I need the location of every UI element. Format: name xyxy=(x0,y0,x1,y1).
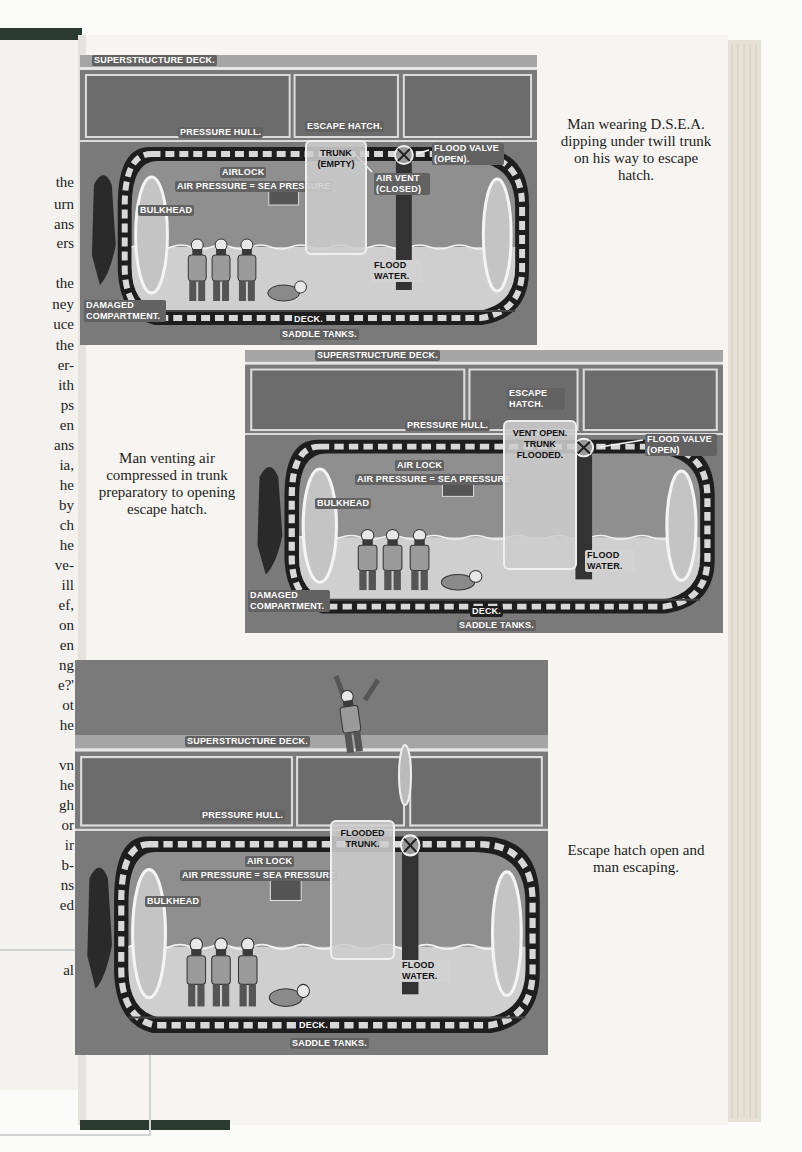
facing-page-text: by xyxy=(10,496,74,514)
facing-page-text: ng xyxy=(10,656,74,674)
escape-panel: SUPERSTRUCTURE DECK. PRESSURE HULL. AIR LO… xyxy=(75,660,548,1055)
book-cover xyxy=(0,28,82,42)
facing-page-text: ans xyxy=(10,215,74,233)
figure-caption: Man venting air compressed in trunk prep… xyxy=(96,450,238,518)
trunk-label: TRUNK (EMPTY) xyxy=(307,142,365,176)
facing-page-text: ans xyxy=(10,436,74,454)
facing-page-text: ers xyxy=(10,234,74,252)
facing-page-text: the xyxy=(10,274,74,292)
part-label: PRESSURE HULL. xyxy=(405,420,490,431)
facing-page-text: ns xyxy=(10,876,74,894)
page-edges xyxy=(727,40,761,1122)
escape-panel-illustration xyxy=(80,55,537,345)
facing-page-text: uce xyxy=(10,315,74,333)
escape-trunk: TRUNK (EMPTY) xyxy=(305,140,367,255)
left-page xyxy=(0,40,80,1090)
facing-page-text: ia, xyxy=(10,456,74,474)
facing-page-text: he xyxy=(10,476,74,494)
facing-page-text: ef, xyxy=(10,596,74,614)
facing-page-text: ve- xyxy=(10,556,74,574)
part-label: FLOOD WATER. xyxy=(585,550,635,572)
facing-page-text: en xyxy=(10,636,74,654)
sea-ground xyxy=(75,660,548,1055)
facing-page-text: or xyxy=(10,816,74,834)
leader-lines xyxy=(353,150,643,447)
part-label: ESCAPE HATCH. xyxy=(507,388,565,410)
facing-page-text: ed xyxy=(10,896,74,914)
page-edge-lines xyxy=(732,44,756,1118)
part-label: DAMAGED COMPARTMENT. xyxy=(248,590,330,612)
part-label: FLOOD WATER. xyxy=(400,960,450,982)
part-label: AIR VENT (CLOSED) xyxy=(374,173,430,195)
facing-page-text: he xyxy=(10,536,74,554)
part-label: FLOOD VALVE (OPEN). xyxy=(432,143,504,165)
escape-trunk: VENT OPEN. TRUNK FLOODED. xyxy=(503,420,577,570)
escaping-man xyxy=(336,676,378,753)
part-label: DECK. xyxy=(292,314,325,325)
facing-page-text: the xyxy=(10,336,74,354)
facing-page-text: ch xyxy=(10,516,74,534)
part-label: FLOOD WATER. xyxy=(372,260,422,282)
part-label: SUPERSTRUCTURE DECK. xyxy=(92,55,217,66)
trunk-label: FLOODED TRUNK. xyxy=(332,822,393,856)
part-label: AIRLOCK xyxy=(220,167,266,178)
part-label: SUPERSTRUCTURE DECK. xyxy=(315,350,440,361)
escape-panel-illustration xyxy=(245,350,723,633)
part-label: BULKHEAD xyxy=(145,896,201,907)
facing-page-text: al xyxy=(10,961,74,979)
part-label: PRESSURE HULL. xyxy=(200,810,285,821)
part-label: AIR PRESSURE = SEA PRESSURE xyxy=(180,870,337,881)
part-label: SADDLE TANKS. xyxy=(280,329,359,340)
part-label: SADDLE TANKS. xyxy=(290,1038,369,1049)
facing-page-text: ir xyxy=(10,836,74,854)
facing-page-text: he xyxy=(10,776,74,794)
escape-panel-illustration xyxy=(75,735,548,1055)
part-label: DECK. xyxy=(297,1020,330,1031)
part-label: AIR LOCK xyxy=(395,460,444,471)
leader-line xyxy=(600,440,643,447)
facing-page-text: gh xyxy=(10,796,74,814)
figure-caption: Escape hatch open and man escaping. xyxy=(557,842,715,876)
escape-trunk: FLOODED TRUNK. xyxy=(330,820,395,960)
facing-page-text: urn xyxy=(10,195,74,213)
trunk-label: VENT OPEN. TRUNK FLOODED. xyxy=(505,422,575,467)
figure-caption: Man wearing D.S.E.A. dipping under twill… xyxy=(557,116,715,184)
part-label: AIR LOCK xyxy=(245,856,294,867)
part-label: SADDLE TANKS. xyxy=(457,620,536,631)
escape-panel: SUPERSTRUCTURE DECK. PRESSURE HULL. ESCAPE… xyxy=(245,350,723,633)
part-label: AIR PRESSURE = SEA PRESSURE xyxy=(355,474,512,485)
part-label: PRESSURE HULL. xyxy=(178,127,263,138)
part-label: ESCAPE HATCH. xyxy=(305,121,384,132)
facing-page-text: e?' xyxy=(10,676,74,694)
part-label: DAMAGED COMPARTMENT. xyxy=(84,300,166,322)
open-hatch xyxy=(399,745,411,805)
part-label: FLOOD VALVE (OPEN) xyxy=(645,434,717,456)
facing-page-text: he xyxy=(10,716,74,734)
part-label: SUPERSTRUCTURE DECK. xyxy=(185,736,310,747)
facing-page-text: on xyxy=(10,616,74,634)
part-label: DECK. xyxy=(470,606,503,617)
facing-page-text: b- xyxy=(10,856,74,874)
escape-panel: SUPERSTRUCTURE DECK. PRESSURE HULL. ESCAPE… xyxy=(80,55,537,345)
facing-page-text: the xyxy=(10,173,74,191)
facing-page-text: en xyxy=(10,416,74,434)
facing-page-text: vn xyxy=(10,756,74,774)
facing-page-text: ot xyxy=(10,696,74,714)
facing-page-text: ith xyxy=(10,376,74,394)
facing-page-text: ps xyxy=(10,396,74,414)
facing-page-text: ill xyxy=(10,576,74,594)
facing-page-text: er- xyxy=(10,356,74,374)
leader-line xyxy=(416,150,429,154)
part-label: BULKHEAD xyxy=(138,205,194,216)
part-label: BULKHEAD xyxy=(315,498,371,509)
facing-page-text: ney xyxy=(10,295,74,313)
book-cover xyxy=(80,1120,230,1130)
